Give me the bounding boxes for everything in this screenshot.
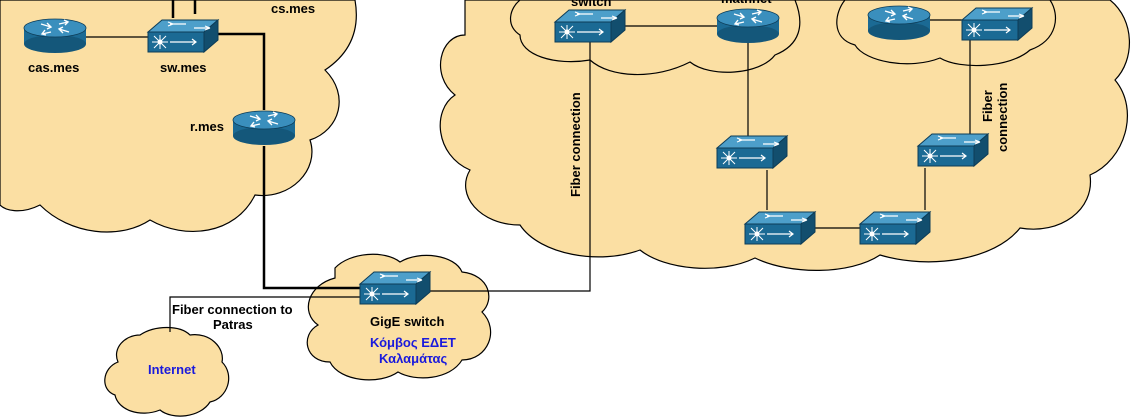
label-mathnet-top: mathnet: [721, 0, 772, 6]
label-sw: sw.mes: [160, 60, 207, 75]
router-icon: [23, 18, 87, 54]
left-cloud: [0, 0, 357, 233]
switch-icon: [744, 211, 816, 245]
label-fiber-right-2: connection: [995, 83, 1010, 152]
label-cas: cas.mes: [28, 60, 79, 75]
router-icon: [867, 5, 931, 41]
label-gige: GigE switch: [370, 314, 444, 329]
label-fiber-patras-2: Patras: [213, 317, 253, 332]
switch-icon: [147, 19, 219, 53]
label-fiber-right-1: Fiber: [980, 90, 995, 122]
label-internet: Internet: [148, 362, 196, 377]
router-icon: [716, 8, 780, 44]
switch-icon: [859, 211, 931, 245]
router-icon: [232, 110, 296, 146]
gige-cloud: [306, 253, 492, 381]
label-switch-top: switch: [571, 0, 612, 9]
switch-icon: [716, 135, 788, 169]
label-r: r.mes: [190, 119, 224, 134]
link-r-gige: [262, 146, 360, 290]
label-cs: cs.mes: [271, 1, 315, 16]
switch-icon: [359, 271, 431, 305]
link-patras: [169, 296, 360, 332]
internet-cloud: [104, 326, 230, 417]
label-fiber-vertical: Fiber connection: [568, 92, 583, 197]
switch-icon: [554, 9, 626, 43]
link-sw-r: [212, 32, 266, 110]
switch-icon: [961, 7, 1033, 41]
label-node-1: Κόμβος ΕΔΕΤ: [370, 335, 456, 350]
label-node-2: Καλαμάτας: [379, 351, 448, 366]
link-gige-switch: [430, 40, 591, 292]
label-fiber-patras-1: Fiber connection to: [172, 302, 293, 317]
switch-icon: [917, 133, 989, 167]
